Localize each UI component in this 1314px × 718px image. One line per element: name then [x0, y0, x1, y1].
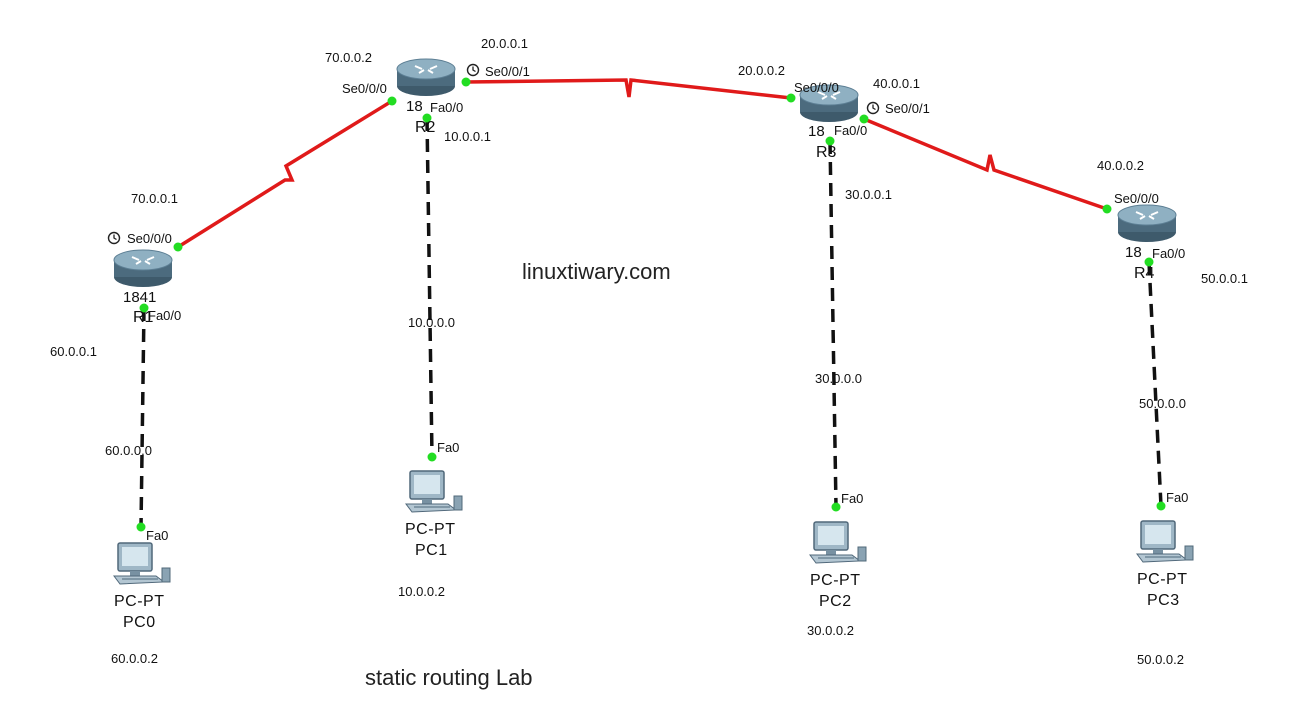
- port-label-r3-se1: Se0/0/1: [885, 101, 930, 116]
- pc-ip-pc2: 30.0.0.2: [807, 623, 854, 638]
- router-name-r2: R2: [415, 119, 436, 136]
- network-label-lan1: 10.0.0.0: [408, 315, 455, 330]
- network-label-lan2: 30.0.0.0: [815, 371, 862, 386]
- serial-link-r1-r2[interactable]: [177, 99, 393, 249]
- router-icon[interactable]: [395, 57, 457, 97]
- ethernet-link-r2-pc1[interactable]: [425, 117, 434, 458]
- port-dot-pc3-fa: [1156, 501, 1166, 511]
- pc-icon[interactable]: [404, 470, 466, 516]
- pc-icon[interactable]: [808, 521, 870, 567]
- pc-type-pc2: PC-PT: [810, 572, 861, 589]
- pc-name-pc2: PC2: [819, 593, 852, 610]
- port-dot-pc0-fa: [136, 522, 146, 532]
- ethernet-link-r3-pc2[interactable]: [828, 140, 838, 508]
- port-dot-r3-se0: [786, 93, 796, 103]
- pc-ip-pc0: 60.0.0.2: [111, 651, 158, 666]
- router-name-r4: R4: [1134, 265, 1155, 282]
- clock-icon: [107, 231, 121, 245]
- port-dot-r3-se1: [859, 114, 869, 124]
- ip-label-r3-fa: 30.0.0.1: [845, 187, 892, 202]
- ip-label-r2-fa: 10.0.0.1: [444, 129, 491, 144]
- router-icon[interactable]: [798, 83, 860, 123]
- pc-name-pc1: PC1: [415, 542, 448, 559]
- pc-icon[interactable]: [112, 542, 174, 588]
- serial-link-r2-r3[interactable]: [465, 78, 792, 100]
- diagram-caption: static routing Lab: [365, 665, 533, 690]
- port-dot-r4-fa: [1144, 257, 1154, 267]
- port-label-pc3-fa: Fa0: [1166, 490, 1189, 505]
- port-label-r1-fa: Fa0/0: [148, 308, 182, 323]
- port-dot-r4-se: [1102, 204, 1112, 214]
- ip-label-r2-se1: 20.0.0.1: [481, 36, 528, 51]
- router-icon[interactable]: [1116, 203, 1178, 243]
- pc-icon[interactable]: [1135, 520, 1197, 566]
- port-label-r3-fa: Fa0/0: [834, 123, 868, 138]
- port-label-r4-fa: Fa0/0: [1152, 246, 1186, 261]
- clock-icon: [466, 63, 480, 77]
- port-label-r2-se0: Se0/0/0: [342, 81, 387, 96]
- router-model-r3: 18: [808, 123, 825, 140]
- port-label-r2-fa: Fa0/0: [430, 100, 464, 115]
- ethernet-link-r1-pc0[interactable]: [139, 307, 146, 528]
- network-label-lan0: 60.0.0.0: [105, 443, 152, 458]
- port-label-pc1-fa: Fa0: [437, 440, 460, 455]
- port-dot-pc2-fa: [831, 502, 841, 512]
- pc-type-pc0: PC-PT: [114, 593, 165, 610]
- port-label-pc2-fa: Fa0: [841, 491, 864, 506]
- pc-name-pc3: PC3: [1147, 592, 1180, 609]
- port-status-dots: [136, 77, 1166, 532]
- port-dot-pc1-fa: [427, 452, 437, 462]
- router-name-r1: R1: [133, 309, 154, 326]
- network-label-lan3: 50.0.0.0: [1139, 396, 1186, 411]
- serial-link-r3-r4[interactable]: [863, 117, 1108, 211]
- router-model-r4: 18: [1125, 244, 1142, 261]
- clock-icon: [866, 101, 880, 115]
- ip-label-r2-se0: 70.0.0.2: [325, 50, 372, 65]
- pc-ip-pc1: 10.0.0.2: [398, 584, 445, 599]
- ip-label-r3-se1: 40.0.0.1: [873, 76, 920, 91]
- pc-type-pc3: PC-PT: [1137, 571, 1188, 588]
- port-label-r4-se: Se0/0/0: [1114, 191, 1159, 206]
- ip-label-r1-fa: 60.0.0.1: [50, 344, 97, 359]
- ip-label-r3-se0: 20.0.0.2: [738, 63, 785, 78]
- port-dot-r1-se: [173, 242, 183, 252]
- router-model-r2: 18: [406, 98, 423, 115]
- port-dot-r2-se0: [387, 96, 397, 106]
- port-dot-r2-fa: [422, 113, 432, 123]
- pc-ip-pc3: 50.0.0.2: [1137, 652, 1184, 667]
- port-label-pc0-fa: Fa0: [146, 528, 169, 543]
- pc-type-pc1: PC-PT: [405, 521, 456, 538]
- ip-label-r4-fa: 50.0.0.1: [1201, 271, 1248, 286]
- ethernet-link-r4-pc3[interactable]: [1147, 261, 1163, 507]
- router-model-r1: 1841: [123, 289, 157, 306]
- pc-name-pc0: PC0: [123, 614, 156, 631]
- ip-label-r1-se: 70.0.0.1: [131, 191, 178, 206]
- watermark-text: linuxtiwary.com: [522, 259, 671, 284]
- port-dot-r3-fa: [825, 136, 835, 146]
- router-icon[interactable]: [112, 248, 174, 288]
- ip-label-r4-se: 40.0.0.2: [1097, 158, 1144, 173]
- port-label-r3-se0: Se0/0/0: [794, 80, 839, 95]
- router-name-r3: R3: [816, 144, 837, 161]
- port-dot-r2-se1: [461, 77, 471, 87]
- port-label-r2-se1: Se0/0/1: [485, 64, 530, 79]
- port-label-r1-se: Se0/0/0: [127, 231, 172, 246]
- port-dot-r1-fa: [139, 303, 149, 313]
